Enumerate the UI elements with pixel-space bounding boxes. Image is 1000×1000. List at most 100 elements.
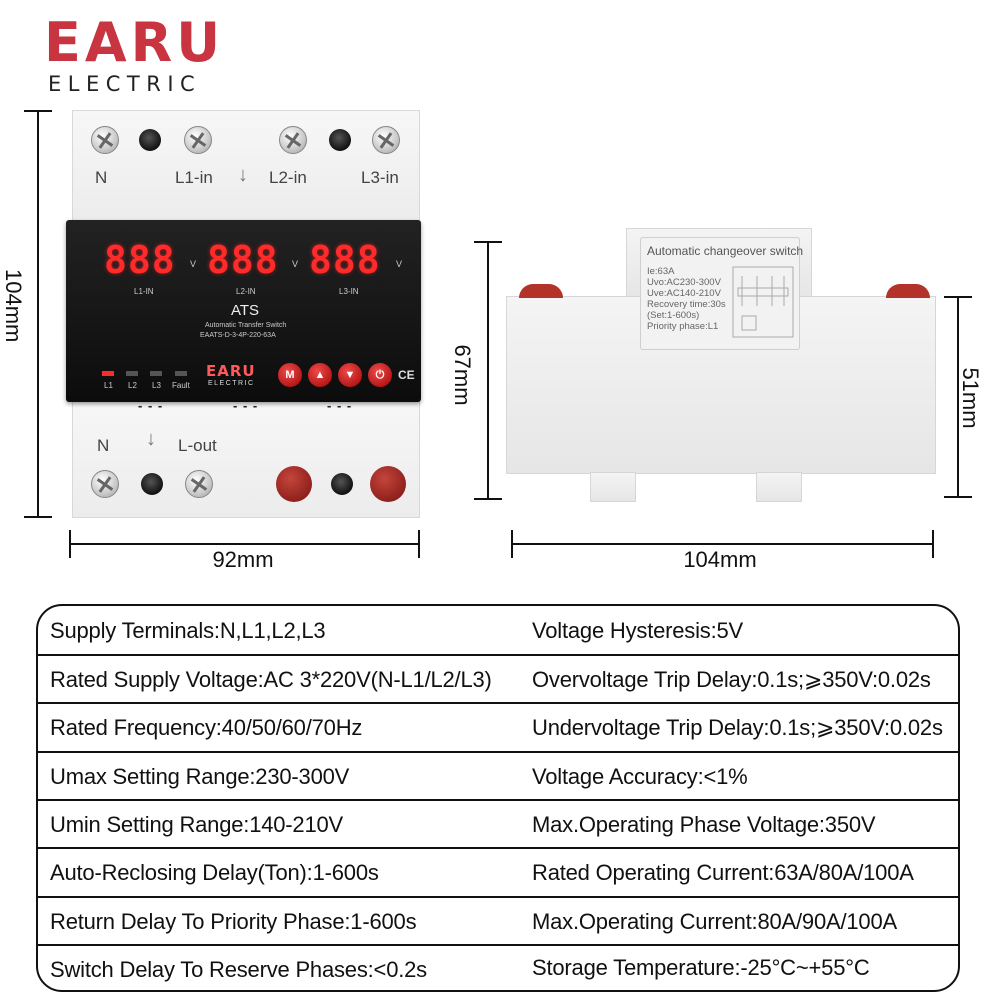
led-l3 bbox=[150, 371, 162, 376]
panel-logo-sub: ELECTRIC bbox=[208, 380, 255, 387]
led-label-l2: L2 bbox=[128, 381, 137, 390]
terminal-hole bbox=[331, 473, 353, 495]
ats-title: ATS bbox=[231, 302, 260, 319]
sticker-line: Recovery time:30s bbox=[647, 299, 726, 310]
voltage-display-l2: 888 bbox=[207, 238, 279, 282]
spec-left: Switch Delay To Reserve Phases:<0.2s bbox=[50, 957, 427, 982]
led-l2 bbox=[126, 371, 138, 376]
spec-left: Rated Frequency:40/50/60/70Hz bbox=[50, 715, 363, 740]
row-divider bbox=[38, 799, 958, 801]
panel-logo: EARU bbox=[206, 362, 256, 380]
spec-right: Max.Operating Current:80A/90A/100A bbox=[532, 909, 897, 934]
led-label-l1: L1 bbox=[104, 381, 113, 390]
terminal-hole bbox=[139, 129, 161, 151]
voltage-display-l1: 888 bbox=[104, 238, 176, 282]
spec-left: Umax Setting Range:230-300V bbox=[50, 764, 350, 789]
arrow-down-icon: ↓ bbox=[238, 164, 248, 186]
sticker-title: Automatic changeover switch bbox=[647, 244, 804, 258]
spec-left: Return Delay To Priority Phase:1-600s bbox=[50, 909, 417, 934]
side-rail-label: 51mm bbox=[958, 367, 983, 429]
front-width-label: 92mm bbox=[212, 547, 274, 572]
ats-model: EAATS-D-3-4P-220-63A bbox=[200, 332, 276, 339]
spec-row: Umax Setting Range:230-300V Voltage Accu… bbox=[38, 752, 958, 801]
spec-right: Undervoltage Trip Delay:0.1s;⩾350V:0.02s bbox=[532, 715, 943, 740]
ats-subtitle: Automatic Transfer Switch bbox=[205, 322, 287, 329]
brand-name: EARU bbox=[44, 11, 225, 74]
row-divider bbox=[38, 847, 958, 849]
terminal-hole bbox=[329, 129, 351, 151]
spec-left: Supply Terminals:N,L1,L2,L3 bbox=[50, 618, 326, 643]
power-button[interactable]: ⏻ bbox=[368, 363, 392, 387]
unit-v: V bbox=[190, 259, 197, 269]
led-fault bbox=[175, 371, 187, 376]
side-height-label: 67mm bbox=[450, 344, 475, 406]
terminal-label-l1-in: L1-in bbox=[175, 168, 213, 187]
display-panel bbox=[66, 220, 421, 402]
up-button[interactable]: ▲ bbox=[308, 363, 332, 387]
spec-right: Voltage Accuracy:<1% bbox=[532, 764, 748, 789]
spec-right: Max.Operating Phase Voltage:350V bbox=[532, 812, 876, 837]
sticker-line: (Set:1-600s) bbox=[647, 310, 700, 321]
brand-logo: EARU ELECTRIC bbox=[44, 11, 225, 97]
spec-row: Rated Frequency:40/50/60/70Hz Undervolta… bbox=[38, 703, 958, 752]
terminal-label-n-out: N bbox=[97, 436, 110, 455]
row-divider bbox=[38, 751, 958, 753]
spec-row: Switch Delay To Reserve Phases:<0.2s Sto… bbox=[38, 945, 958, 990]
ce-mark: CE bbox=[398, 368, 415, 382]
led-label-l3: L3 bbox=[152, 381, 161, 390]
sticker-line: Ie:63A bbox=[647, 266, 675, 277]
terminal-hole bbox=[141, 473, 163, 495]
spec-table: Supply Terminals:N,L1,L2,L3 Voltage Hyst… bbox=[36, 604, 960, 992]
spec-left: Umin Setting Range:140-210V bbox=[50, 812, 344, 837]
spec-sticker bbox=[640, 237, 800, 350]
screw-terminal-l2-in bbox=[279, 126, 307, 154]
bottom-terminal-block bbox=[72, 400, 420, 518]
spec-row: Auto-Reclosing Delay(Ton):1-600s Rated O… bbox=[38, 848, 958, 897]
led-l1 bbox=[102, 371, 114, 376]
spec-row: Umin Setting Range:140-210V Max.Operatin… bbox=[38, 800, 958, 849]
spec-right: Overvoltage Trip Delay:0.1s;⩾350V:0.02s bbox=[532, 667, 931, 692]
row-divider bbox=[38, 654, 958, 656]
terminal-label-l-out: L-out bbox=[178, 436, 217, 455]
screw-terminal-n-in bbox=[91, 126, 119, 154]
screw-terminal-l1-in bbox=[184, 126, 212, 154]
voltage-display-l3: 888 bbox=[309, 238, 381, 282]
spec-row: Rated Supply Voltage:AC 3*220V(N-L1/L2/L… bbox=[38, 655, 958, 704]
red-terminal-cover bbox=[370, 466, 406, 502]
side-depth-label: 104mm bbox=[683, 547, 757, 572]
sticker-line: Uve:AC140-210V bbox=[647, 288, 721, 299]
channel-label-l1: L1-IN bbox=[134, 287, 154, 296]
channel-label-l2: L2-IN bbox=[236, 287, 256, 296]
terminal-label-n: N bbox=[95, 168, 108, 187]
spec-left: Auto-Reclosing Delay(Ton):1-600s bbox=[50, 860, 379, 885]
spec-right: Storage Temperature:-25°C~+55°C bbox=[532, 955, 870, 980]
spec-right: Rated Operating Current:63A/80A/100A bbox=[532, 860, 914, 885]
mode-button[interactable]: M bbox=[278, 363, 302, 387]
side-rail-clip bbox=[590, 472, 636, 502]
dash-indicator: - - - bbox=[233, 398, 259, 413]
arrow-down-icon: ↓ bbox=[146, 428, 156, 450]
channel-label-l3: L3-IN bbox=[339, 287, 359, 296]
wiring-diagram-icon bbox=[732, 266, 794, 338]
sticker-line: Priority phase:L1 bbox=[647, 321, 719, 332]
unit-v: V bbox=[396, 259, 403, 269]
dash-indicator: - - - bbox=[138, 398, 164, 413]
spec-left: Rated Supply Voltage:AC 3*220V(N-L1/L2/L… bbox=[50, 667, 492, 692]
top-terminal-block bbox=[72, 110, 420, 222]
row-divider bbox=[38, 896, 958, 898]
screw-terminal-n-out bbox=[91, 470, 119, 498]
terminal-label-l2-in: L2-in bbox=[269, 168, 307, 187]
spec-row: Return Delay To Priority Phase:1-600s Ma… bbox=[38, 897, 958, 946]
row-divider bbox=[38, 944, 958, 946]
side-rail-clip bbox=[756, 472, 802, 502]
down-button[interactable]: ▼ bbox=[338, 363, 362, 387]
screw-terminal-l-out bbox=[185, 470, 213, 498]
brand-sub: ELECTRIC bbox=[48, 72, 202, 96]
terminal-label-l3-in: L3-in bbox=[361, 168, 399, 187]
red-terminal-cover bbox=[519, 284, 563, 298]
unit-v: V bbox=[292, 259, 299, 269]
row-divider bbox=[38, 702, 958, 704]
spec-right: Voltage Hysteresis:5V bbox=[532, 618, 744, 643]
spec-row: Supply Terminals:N,L1,L2,L3 Voltage Hyst… bbox=[38, 606, 958, 655]
screw-terminal-l3-in bbox=[372, 126, 400, 154]
